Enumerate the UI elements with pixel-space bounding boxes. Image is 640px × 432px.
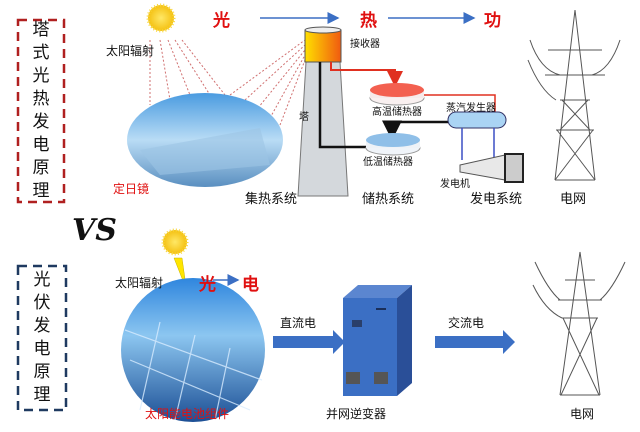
csp-title-char: 理 <box>32 181 50 201</box>
pv-title-box <box>16 264 68 412</box>
csp-title-char: 电 <box>32 135 50 155</box>
sun-icon-bottom <box>161 228 189 256</box>
receiver <box>304 29 342 63</box>
solar-radiation-label-bottom: 太阳辐射 <box>115 276 164 290</box>
pv-title: 光 伏 发 电 原 理 <box>18 266 66 410</box>
tower <box>297 61 349 197</box>
flow-heat: 热 <box>360 11 377 31</box>
csp-title-char: 塔 <box>32 20 50 40</box>
flow-light: 光 <box>213 11 230 31</box>
csp-title-char: 发 <box>32 112 50 132</box>
flow-electricity: 电 <box>242 275 259 295</box>
csp-title-char: 原 <box>32 158 50 178</box>
solar-panel-image <box>121 278 265 422</box>
grid-label-bottom: 电网 <box>570 407 595 421</box>
pv-title-char: 光 <box>33 270 51 290</box>
solar-radiation-label: 太阳辐射 <box>106 44 155 58</box>
sun-icon <box>146 3 176 33</box>
ac-label: 交流电 <box>448 316 485 330</box>
steam-generator-label: 蒸汽发生器 <box>446 103 496 114</box>
hot-storage-tank <box>370 83 424 97</box>
pv-title-char: 理 <box>33 385 51 405</box>
sun-rays <box>149 39 306 126</box>
cold-storage-label: 低温储热器 <box>363 157 413 168</box>
pv-title-char: 伏 <box>33 293 51 313</box>
collection-system-label: 集热系统 <box>245 192 298 207</box>
cold-storage-tank <box>366 133 420 147</box>
steam-generator <box>447 111 507 129</box>
flow-light-bottom: 光 <box>199 275 216 295</box>
hot-storage-label: 高温储热器 <box>372 107 422 118</box>
dc-label: 直流电 <box>280 316 317 330</box>
storage-system-label: 储热系统 <box>362 192 415 207</box>
dc-arrow <box>273 330 345 354</box>
heliostat-label: 定日镜 <box>113 182 150 196</box>
receiver-label: 接收器 <box>350 39 380 50</box>
power-tower-icon-bottom <box>532 251 626 396</box>
csp-title: 塔 式 光 热 发 电 原 理 <box>18 20 64 202</box>
generator-label: 发电机 <box>440 179 470 190</box>
pv-title-char: 电 <box>33 339 51 359</box>
vs-logo: VS <box>72 213 117 248</box>
csp-title-box <box>16 18 66 204</box>
csp-title-char: 热 <box>32 89 50 109</box>
inverter-cabinet <box>343 285 412 396</box>
pv-title-char: 原 <box>33 362 51 382</box>
pv-title-char: 发 <box>33 316 51 336</box>
flow-work: 功 <box>484 11 501 31</box>
panel-label: 太阳能电池组件 <box>145 407 230 421</box>
grid-label-top: 电网 <box>560 192 587 207</box>
tower-label: 塔 <box>299 112 309 123</box>
ac-arrow <box>435 330 515 354</box>
csp-title-char: 式 <box>32 43 50 63</box>
generation-system-label: 发电系统 <box>470 192 523 207</box>
power-tower-icon <box>527 9 621 181</box>
csp-title-char: 光 <box>32 66 50 86</box>
inverter-label: 并网逆变器 <box>326 407 387 421</box>
